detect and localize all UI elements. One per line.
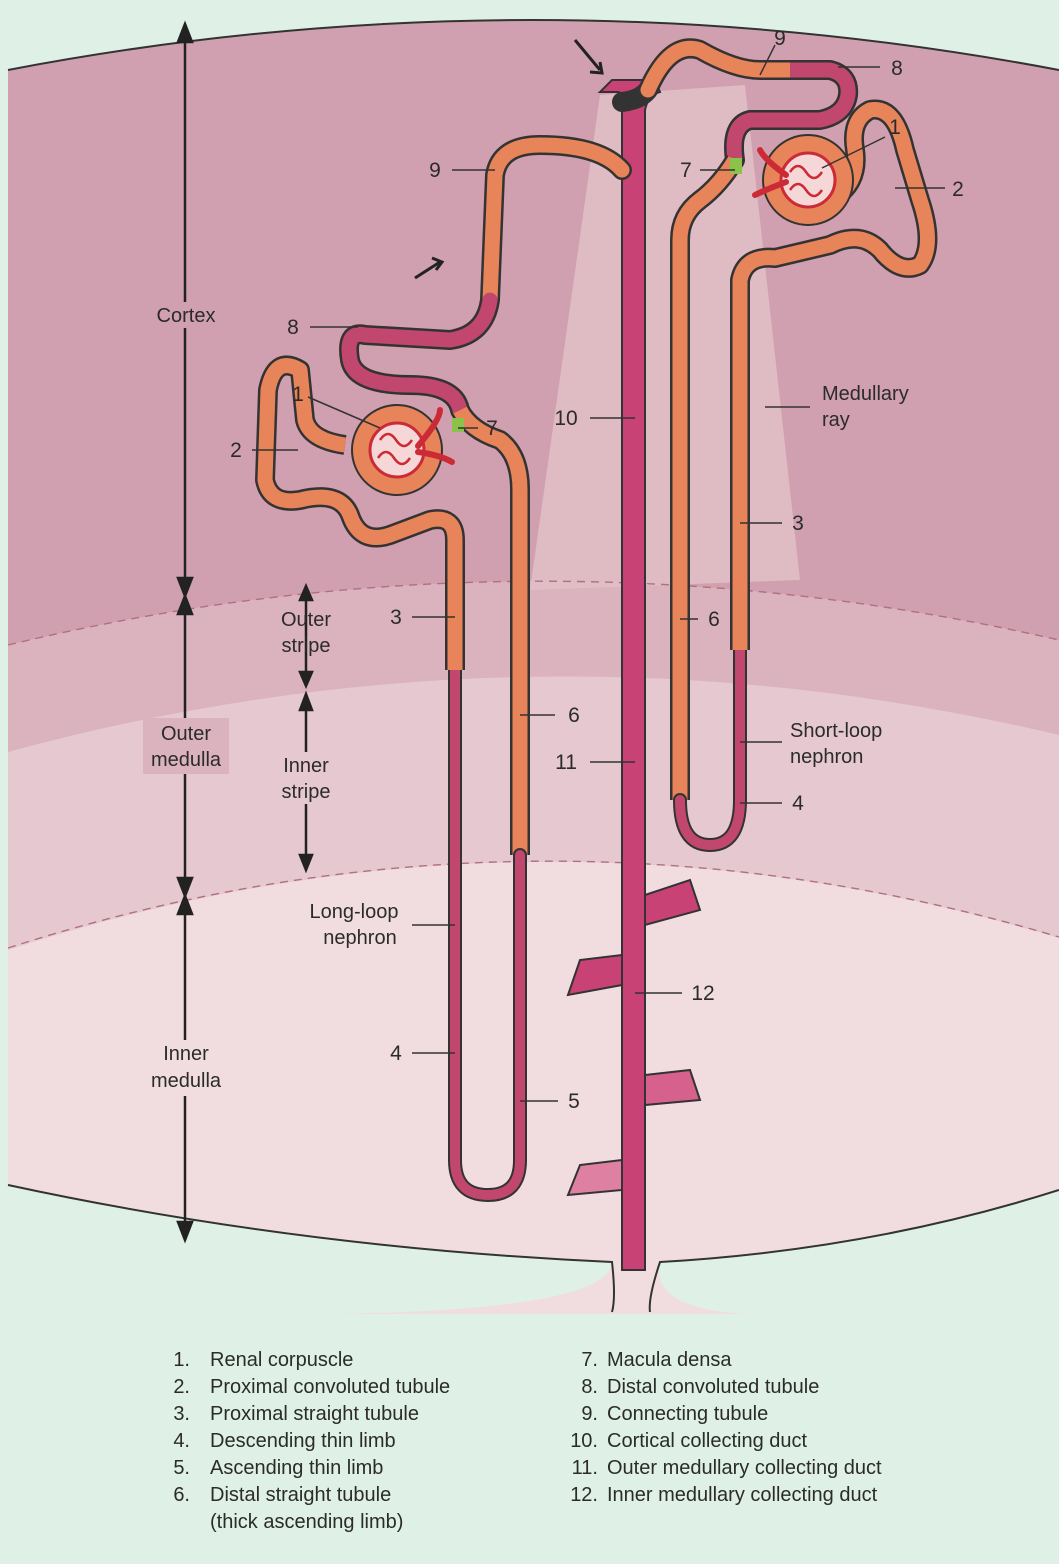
legend-text-9: Connecting tubule	[607, 1403, 768, 1425]
callout-1-short: 1	[889, 116, 901, 139]
legend-text-6: Distal straight tubule	[210, 1484, 391, 1506]
legend-text-11: Outer medullary collecting duct	[607, 1457, 882, 1479]
callout-2-short: 2	[952, 178, 964, 201]
legend-num-8: 8.	[581, 1376, 598, 1398]
callout-2-long: 2	[230, 439, 242, 462]
outer-stripe-label-2: stripe	[282, 635, 331, 657]
legend-num-3: 3.	[173, 1403, 190, 1425]
legend-text-7: Macula densa	[607, 1349, 732, 1371]
legend-text-3: Proximal straight tubule	[210, 1403, 419, 1425]
kidney-tissue	[8, 20, 1059, 1314]
legend-right: 7. Macula densa 8. Distal convoluted tub…	[570, 1349, 882, 1506]
callout-8-long: 8	[287, 316, 299, 339]
callout-9-short: 9	[774, 27, 786, 50]
macula-densa-short	[730, 158, 742, 174]
callout-1-long: 1	[292, 383, 304, 406]
callout-4-short: 4	[792, 792, 804, 815]
inner-medulla-label-1: Inner	[163, 1043, 209, 1065]
callout-6-short: 6	[708, 608, 720, 631]
duct-branch-right-2	[645, 1070, 700, 1105]
callout-7-short: 7	[680, 159, 692, 182]
legend-text-5: Ascending thin limb	[210, 1457, 383, 1479]
callout-11: 11	[555, 751, 577, 774]
inner-stripe-label-2: stripe	[282, 781, 331, 803]
legend-num-10: 10.	[570, 1430, 598, 1452]
outer-medulla-label-2: medulla	[151, 749, 222, 771]
legend-num-12: 12.	[570, 1484, 598, 1506]
outer-medulla-label-1: Outer	[161, 723, 211, 745]
legend-text-8: Distal convoluted tubule	[607, 1376, 819, 1398]
legend-text-12: Inner medullary collecting duct	[607, 1484, 878, 1506]
legend-text-10: Cortical collecting duct	[607, 1430, 808, 1452]
callout-4-long: 4	[390, 1042, 402, 1065]
legend-num-9: 9.	[581, 1403, 598, 1425]
medullary-ray-label-1: Medullary	[822, 383, 909, 405]
callout-3-long: 3	[390, 606, 402, 629]
legend-text-1: Renal corpuscle	[210, 1349, 353, 1371]
macula-densa-long	[452, 418, 464, 432]
glomerulus-short	[781, 153, 835, 207]
long-loop-label-2: nephron	[323, 927, 396, 949]
legend-num-5: 5.	[173, 1457, 190, 1479]
inner-medulla-arrow-bottom	[178, 1222, 192, 1240]
callout-10: 10	[554, 407, 577, 430]
legend: 1. Renal corpuscle 2. Proximal convolute…	[173, 1349, 882, 1533]
legend-text-2: Proximal convoluted tubule	[210, 1376, 450, 1398]
medullary-ray-label-2: ray	[822, 409, 850, 431]
inner-stripe-label-1: Inner	[283, 755, 329, 777]
legend-num-11: 11.	[572, 1457, 598, 1479]
legend-num-2: 2.	[173, 1376, 190, 1398]
legend-text-6b: (thick ascending limb)	[210, 1511, 403, 1533]
callout-7-long: 7	[486, 417, 498, 440]
callout-12: 12	[691, 982, 714, 1005]
legend-num-4: 4.	[173, 1430, 190, 1452]
legend-num-6: 6.	[173, 1484, 190, 1506]
long-loop-label-1: Long-loop	[310, 901, 399, 923]
cortex-zone	[8, 20, 1059, 645]
callout-6-long: 6	[568, 704, 580, 727]
callout-9-long: 9	[429, 159, 441, 182]
cortex-label: Cortex	[157, 305, 216, 327]
cortex-arrow-top	[178, 24, 192, 42]
callout-3-short: 3	[792, 512, 804, 535]
outer-stripe-label-1: Outer	[281, 609, 331, 631]
short-loop-label-1: Short-loop	[790, 720, 882, 742]
callout-5-long: 5	[568, 1090, 580, 1113]
callout-8-short: 8	[891, 57, 903, 80]
inner-medulla-label-2: medulla	[151, 1070, 222, 1092]
legend-num-7: 7.	[581, 1349, 598, 1371]
short-loop-label-2: nephron	[790, 746, 863, 768]
legend-text-4: Descending thin limb	[210, 1430, 396, 1452]
legend-left: 1. Renal corpuscle 2. Proximal convolute…	[173, 1349, 450, 1533]
legend-num-1: 1.	[173, 1349, 190, 1371]
